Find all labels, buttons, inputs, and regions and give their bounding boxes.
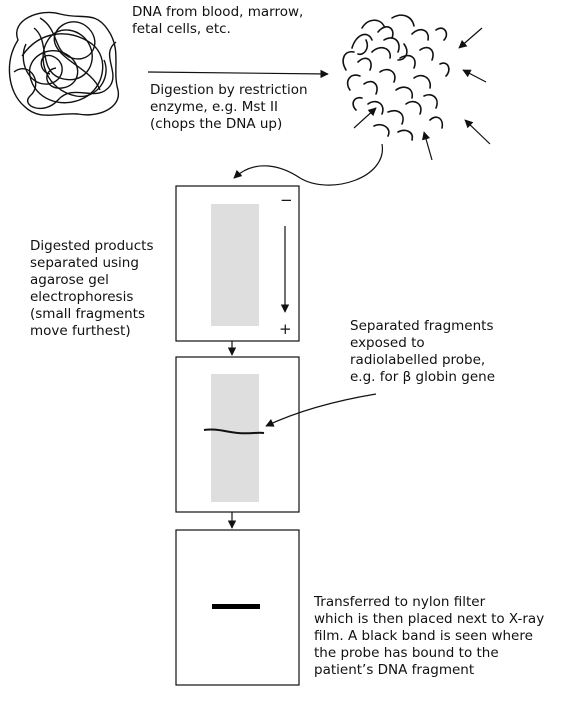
probe-lane [211, 374, 259, 502]
probe-pointer-arrow [265, 393, 377, 427]
cut-arrow-icon [353, 27, 491, 161]
gel-lane [211, 204, 259, 326]
probe-band [203, 428, 265, 435]
fragmented-dna-icon [342, 14, 450, 141]
dna-source-label: DNA from blood, marrow, fetal cells, etc… [132, 4, 304, 37]
probe-label: Separated fragments exposed to radiolabe… [350, 318, 495, 385]
negative-electrode-sign: − [280, 191, 293, 209]
electrophoresis-label: Digested products separated using agaros… [30, 238, 154, 339]
curved-arrow [233, 143, 383, 186]
transfer-label: Transferred to nylon filter which is the… [314, 594, 545, 678]
positive-electrode-sign: + [279, 320, 292, 338]
digestion-arrow [147, 69, 329, 79]
black-band [212, 604, 260, 609]
intact-dna-icon [8, 11, 120, 116]
digestion-label: Digestion by restriction enzyme, e.g. Ms… [150, 82, 308, 132]
